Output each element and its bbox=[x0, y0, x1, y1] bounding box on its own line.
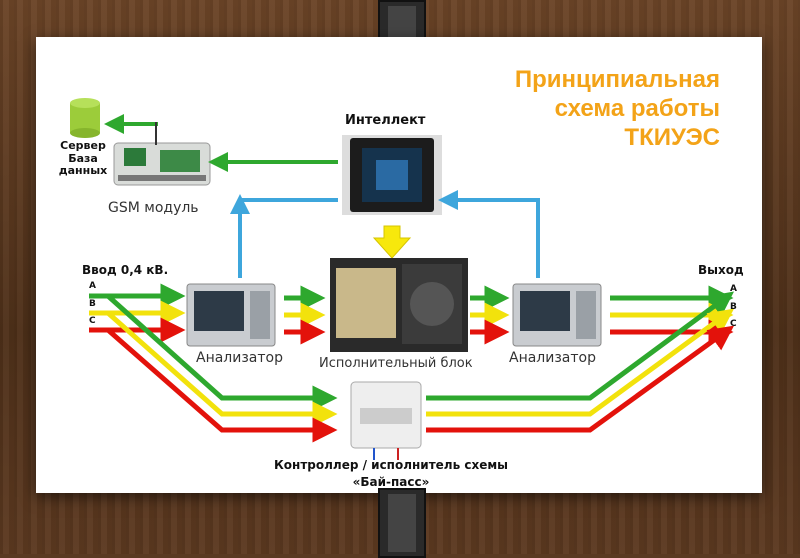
phase-label-b-left: B bbox=[89, 299, 96, 309]
gsm-label: GSM модуль bbox=[108, 200, 199, 216]
processor-icon bbox=[342, 135, 442, 215]
output-label: Выход bbox=[698, 263, 744, 277]
power-block-icon bbox=[330, 258, 468, 352]
right-analyzer-link bbox=[438, 190, 540, 278]
bypass-phase-c bbox=[106, 328, 338, 443]
analyzer-icon bbox=[512, 283, 602, 347]
bypass-phase-b bbox=[426, 308, 735, 417]
phase-label-c-right: C bbox=[730, 319, 737, 329]
bypass-label: Контроллер / исполнитель схемы «Бай-пасс… bbox=[273, 458, 509, 489]
bottom-clip bbox=[378, 488, 426, 558]
control-arrow bbox=[372, 225, 412, 259]
database-icon bbox=[70, 98, 100, 138]
slide-title: Принципиальная схема работы ТКИУЭС bbox=[514, 66, 720, 151]
left-analyzer-link bbox=[238, 198, 338, 278]
input-label: Ввод 0,4 кВ. bbox=[82, 263, 169, 277]
server-label: Сервер База данных bbox=[58, 139, 108, 178]
analyzer-icon bbox=[186, 283, 276, 347]
bypass-phase-a bbox=[106, 294, 338, 411]
phase-label-c-left: C bbox=[89, 316, 96, 326]
bypass-phase-a bbox=[426, 291, 735, 401]
controller-icon bbox=[350, 381, 422, 460]
analyzer-right-label: Анализатор bbox=[509, 350, 596, 366]
analyzer-left-label: Анализатор bbox=[196, 350, 283, 366]
phase-label-b-right: B bbox=[730, 302, 737, 312]
bypass-phase-b bbox=[106, 311, 338, 427]
exec-block-label: Исполнительный блок bbox=[319, 356, 473, 371]
gsm-module-icon bbox=[113, 122, 211, 186]
intellect-label: Интеллект bbox=[345, 113, 426, 128]
phase-label-a-right: A bbox=[730, 284, 737, 294]
phase-label-a-left: A bbox=[89, 281, 96, 291]
bypass-phase-c bbox=[426, 325, 735, 433]
